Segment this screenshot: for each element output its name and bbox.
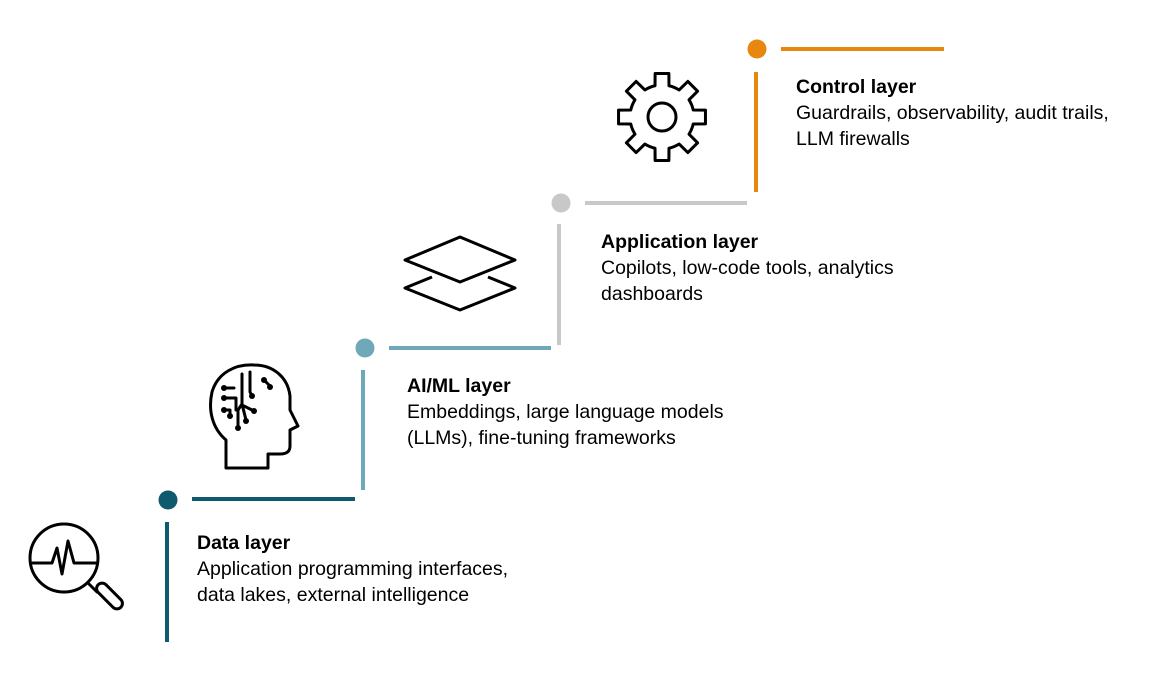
ai-brain-circuit-icon	[209, 363, 300, 470]
data-layer-node	[158, 490, 178, 510]
application-layer-text: Application layer Copilots, low-code too…	[601, 229, 894, 307]
application-layer-desc-line-1: Copilots, low-code tools, analytics	[601, 257, 894, 279]
data-layer-title: Data layer	[197, 532, 291, 554]
application-layer-desc-line-2: dashboards	[601, 283, 703, 305]
control-layer-desc-line-2: LLM firewalls	[796, 128, 910, 150]
control-layer-text: Control layer Guardrails, observability,…	[796, 74, 1109, 152]
application-layer-title: Application layer	[601, 231, 759, 253]
data-analysis-magnifier-icon	[28, 522, 124, 611]
stacked-layers-icon	[403, 235, 517, 312]
ai-brain-circuit-nodes	[221, 377, 273, 431]
aiml-layer-text: AI/ML layer Embeddings, large language m…	[407, 373, 724, 451]
aiml-layer-node	[355, 338, 375, 358]
data-layer-desc-line-2: data lakes, external intelligence	[197, 584, 470, 606]
aiml-layer-title: AI/ML layer	[407, 375, 511, 397]
control-layer-title: Control layer	[796, 76, 917, 98]
control-layer-node	[747, 39, 767, 59]
data-layer-text: Data layer Application programming inter…	[197, 530, 508, 608]
control-layer-desc-line-1: Guardrails, observability, audit trails,	[796, 102, 1109, 124]
aiml-layer-desc-line-2: (LLMs), fine-tuning frameworks	[407, 427, 676, 449]
gear-icon	[617, 72, 707, 162]
aiml-layer-desc-line-1: Embeddings, large language models	[407, 401, 724, 423]
application-layer-node	[551, 193, 571, 213]
data-layer-desc-line-1: Application programming interfaces,	[197, 558, 509, 580]
